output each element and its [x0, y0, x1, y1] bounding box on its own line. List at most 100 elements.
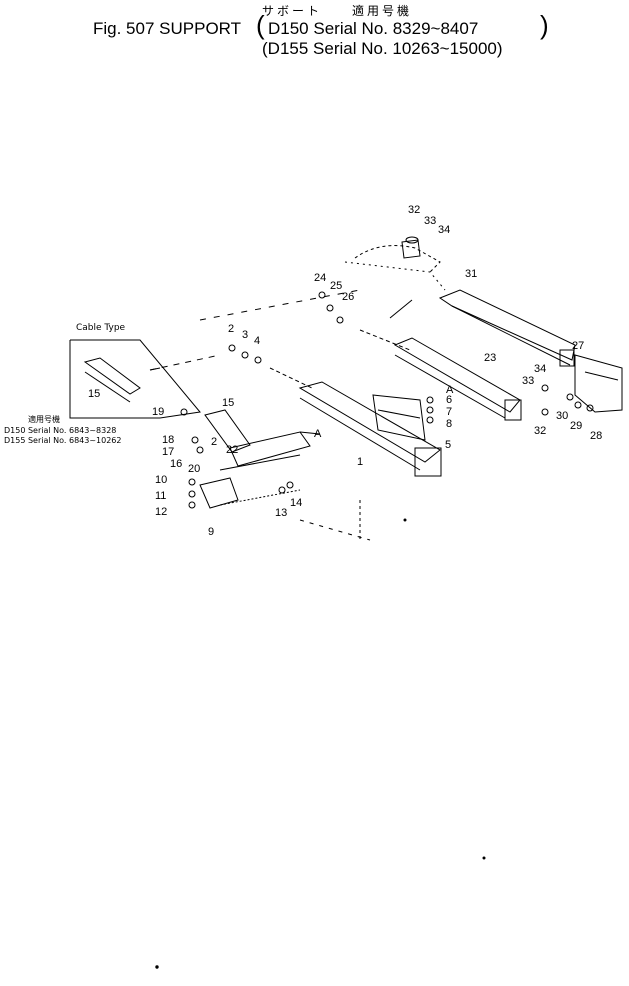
- callout-4: 4: [254, 335, 261, 347]
- inset-callout-15: 15: [88, 388, 101, 400]
- mark-dot-2: [482, 856, 486, 860]
- callout-A-front: A: [314, 428, 322, 440]
- hidden-edge-4: [149, 354, 221, 371]
- callout-2-top: 2: [228, 323, 235, 335]
- inset-note-d150: D150 Serial No. 6843~8328: [4, 426, 117, 435]
- bracket-right: ): [540, 10, 549, 40]
- callout-13: 13: [275, 507, 288, 519]
- applicable-label-jp: 適用号機: [352, 4, 413, 18]
- callout-28: 28: [590, 430, 603, 442]
- callout-33-right: 33: [522, 375, 535, 387]
- washer-11: [188, 490, 196, 498]
- support-arm-31: [438, 289, 576, 361]
- callout-33-top: 33: [424, 215, 437, 227]
- bolt-6: [426, 396, 434, 404]
- bolt-2: [228, 344, 236, 352]
- mark-dot-3: [403, 518, 407, 522]
- washer-17: [196, 446, 204, 454]
- nut-19: [180, 408, 188, 416]
- callout-7: 7: [446, 406, 453, 418]
- frame-1-end: [414, 447, 442, 477]
- callout-20: 20: [188, 463, 201, 475]
- serial-d155-text: D155 Serial No. 10263~15000: [267, 39, 497, 58]
- callout-34-right: 34: [534, 363, 547, 375]
- callout-19: 19: [152, 406, 165, 418]
- callout-10: 10: [155, 474, 168, 486]
- callout-A-right: A: [446, 384, 454, 396]
- callout-18: 18: [162, 434, 175, 446]
- main-frame-1-edge: [299, 397, 421, 471]
- front-arm-15: [204, 409, 251, 453]
- nut-26: [336, 316, 344, 324]
- callout-8: 8: [446, 418, 453, 430]
- plate-9: [199, 477, 239, 509]
- inset-label: Cable Type: [76, 323, 126, 333]
- nut-4: [254, 356, 262, 364]
- callout-14: 14: [290, 497, 303, 509]
- hidden-edge-2: [359, 329, 411, 351]
- support-31-edge: [451, 305, 571, 366]
- main-frame-1: [298, 381, 441, 463]
- title-jp: サボート: [262, 4, 323, 18]
- bolt-33-right: [541, 384, 549, 392]
- inset-tick: [149, 367, 161, 371]
- inset-note-applicable-jp: 適用号機: [28, 415, 60, 424]
- bolt-32-right: [541, 408, 549, 416]
- crossmember-23-edge: [394, 354, 506, 419]
- callout-27: 27: [572, 340, 585, 352]
- inset-note-d155: D155 Serial No. 6843~10262: [4, 436, 122, 445]
- inset-part-15-edge: [84, 371, 131, 403]
- bracket-5-inner: [377, 409, 421, 419]
- inset-box: [69, 339, 201, 419]
- washer-29: [574, 401, 582, 409]
- callout-32-top: 32: [408, 204, 421, 216]
- callout-25: 25: [330, 280, 343, 292]
- rear-frame-body: [344, 261, 446, 291]
- nut-28: [586, 404, 594, 412]
- support-31-end: [559, 349, 575, 367]
- callout-1: 1: [357, 456, 364, 468]
- callout-9: 9: [208, 526, 215, 538]
- callout-16: 16: [170, 458, 183, 470]
- callout-23: 23: [484, 352, 497, 364]
- callout-26: 26: [342, 291, 355, 303]
- hidden-edge-3: [199, 289, 361, 321]
- hidden-edge-1: [269, 367, 313, 389]
- bolt-10: [188, 478, 196, 486]
- callout-34-top: 34: [438, 224, 451, 236]
- bolt-30: [566, 393, 574, 401]
- callout-6: 6: [446, 394, 453, 406]
- nut-8: [426, 416, 434, 424]
- callout-29: 29: [570, 420, 583, 432]
- rear-block-line: [584, 371, 619, 381]
- serial-d150: D150 Serial No. 8329~8407: [268, 19, 479, 38]
- washer-14: [286, 481, 294, 489]
- crossmember-23-end: [504, 399, 522, 421]
- callout-31: 31: [465, 268, 478, 280]
- crossmember-23: [393, 337, 521, 413]
- rear-frame-outline: [354, 245, 441, 273]
- rear-block: [574, 354, 623, 413]
- figure-title: Fig. 507 SUPPORT: [93, 19, 242, 38]
- bolt-32-top: [405, 236, 419, 244]
- callout-12: 12: [155, 506, 168, 518]
- pin-rod: [389, 299, 413, 319]
- bracket-5: [372, 394, 426, 441]
- leader-A-front: [299, 431, 321, 435]
- callout-32-right: 32: [534, 425, 547, 437]
- callout-22: 22: [226, 444, 239, 456]
- callout-11: 11: [155, 490, 167, 502]
- washer-7: [426, 406, 434, 414]
- callout-17: 17: [162, 446, 175, 458]
- bracket-left: (: [256, 10, 265, 40]
- bolt-13: [278, 486, 286, 494]
- callout-5: 5: [445, 439, 452, 451]
- bracket-top: [401, 239, 421, 259]
- washer-24: [318, 291, 326, 299]
- callout-15: 15: [222, 397, 235, 409]
- nut-12: [188, 501, 196, 509]
- callout-3: 3: [242, 329, 249, 341]
- callout-24: 24: [314, 272, 327, 284]
